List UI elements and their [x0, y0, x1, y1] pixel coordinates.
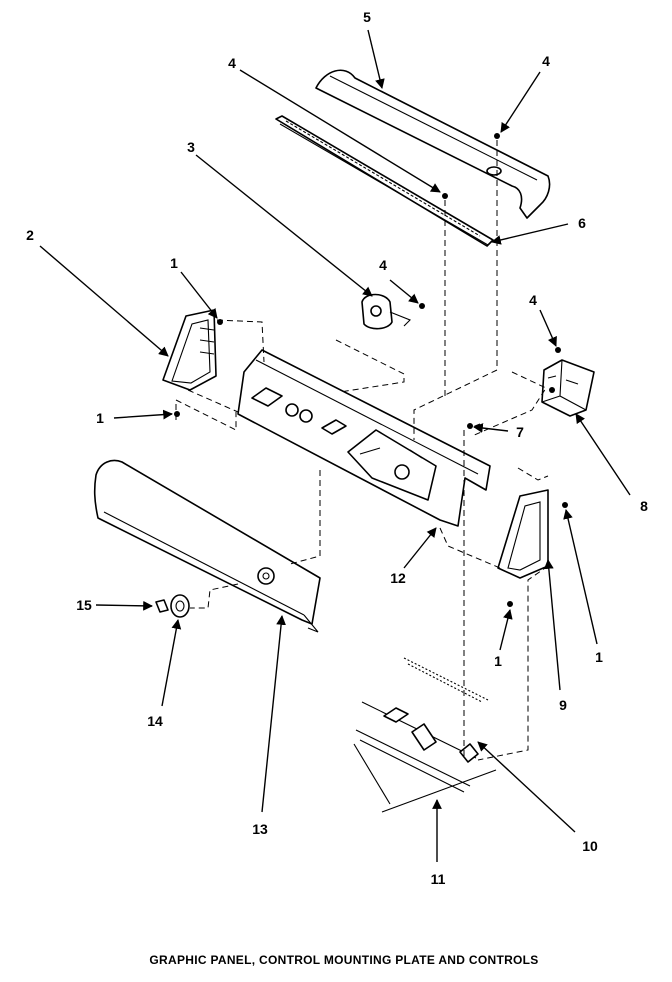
callout-10: 10: [582, 838, 598, 854]
callout-9: 9: [559, 697, 567, 713]
trim-strip-part: [275, 115, 494, 247]
base-cabinet-part: [353, 657, 497, 813]
top-cover-part: [315, 69, 551, 219]
callout-1-right: 1: [595, 649, 603, 665]
callout-6: 6: [578, 215, 586, 231]
callout-4-cover: 4: [542, 53, 550, 69]
callout-13: 13: [252, 821, 268, 837]
left-end-cap-part: [162, 309, 217, 391]
callout-8: 8: [640, 498, 648, 514]
callout-2: 2: [26, 227, 34, 243]
callout-12: 12: [390, 570, 406, 586]
callout-4-timer: 4: [529, 292, 537, 308]
alignment-lines: [175, 140, 549, 761]
callout-11: 11: [431, 871, 446, 887]
switch-part: [361, 293, 411, 330]
leader-arrows: [39, 29, 631, 862]
callout-labels: 5 4 4 3 6 2 1 4 4 1 7 8 12 15 14 1 1 9 1…: [26, 9, 648, 887]
callout-3: 3: [187, 139, 195, 155]
timer-control-part: [541, 359, 595, 417]
callout-1-bottom: 1: [494, 653, 502, 669]
callout-5: 5: [363, 9, 371, 25]
fasteners: [174, 133, 568, 607]
knob-clip-part: [155, 599, 169, 613]
right-end-cap-part: [497, 489, 549, 579]
callout-1-left: 1: [96, 410, 104, 426]
diagram-caption: GRAPHIC PANEL, CONTROL MOUNTING PLATE AN…: [149, 953, 538, 967]
callout-4-switch: 4: [379, 257, 387, 273]
callout-7: 7: [516, 424, 524, 440]
callout-4-trim: 4: [228, 55, 236, 71]
callout-15: 15: [76, 597, 92, 613]
graphic-panel-part: [93, 459, 321, 633]
callout-14: 14: [147, 713, 163, 729]
control-mounting-plate-part: [237, 349, 491, 527]
knob-part: [170, 594, 190, 618]
callout-1-top: 1: [170, 255, 178, 271]
